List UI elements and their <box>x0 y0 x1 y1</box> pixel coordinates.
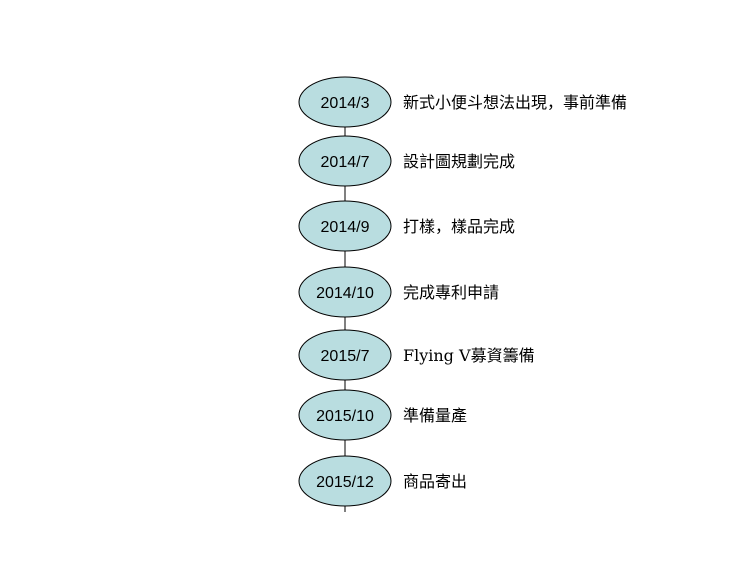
timeline-nodes: 2014/3 新式小便斗想法出現，事前準備 2014/7 設計圖規劃完成 2014/9 打… <box>298 76 627 507</box>
timeline-event: 2014/7 設計圖規劃完成 <box>298 135 515 187</box>
timeline-event: 2014/9 打樣，樣品完成 <box>298 200 515 252</box>
timeline-node <box>298 455 392 507</box>
timeline-event: 2014/10 完成專利申請 <box>298 266 499 318</box>
timeline-event: 2015/7 Flying V募資籌備 <box>298 329 535 381</box>
timeline-description: 新式小便斗想法出現，事前準備 <box>403 93 627 112</box>
timeline-event: 2015/10 準備量產 <box>298 389 467 441</box>
timeline-node <box>298 135 392 187</box>
timeline-node <box>298 200 392 252</box>
timeline-date: 2014/10 <box>316 285 374 302</box>
timeline-description: 打樣，樣品完成 <box>403 217 515 236</box>
timeline-node <box>298 389 392 441</box>
timeline-description: Flying V募資籌備 <box>403 346 535 365</box>
timeline-date: 2015/10 <box>316 408 374 425</box>
timeline-description: 完成專利申請 <box>403 283 499 302</box>
timeline-date: 2015/12 <box>316 474 374 491</box>
timeline-node <box>298 266 392 318</box>
timeline-date: 2014/3 <box>321 95 370 112</box>
timeline-event: 2015/12 商品寄出 <box>298 455 467 507</box>
timeline-date: 2014/7 <box>321 154 370 171</box>
timeline-node <box>298 329 392 381</box>
timeline-event: 2014/3 新式小便斗想法出現，事前準備 <box>298 76 627 128</box>
timeline-description: 準備量產 <box>403 406 467 425</box>
timeline-date: 2014/9 <box>321 219 370 236</box>
timeline-description: 設計圖規劃完成 <box>403 152 515 171</box>
timeline-node <box>298 76 392 128</box>
timeline-date: 2015/7 <box>321 348 370 365</box>
timeline-description: 商品寄出 <box>403 472 467 491</box>
